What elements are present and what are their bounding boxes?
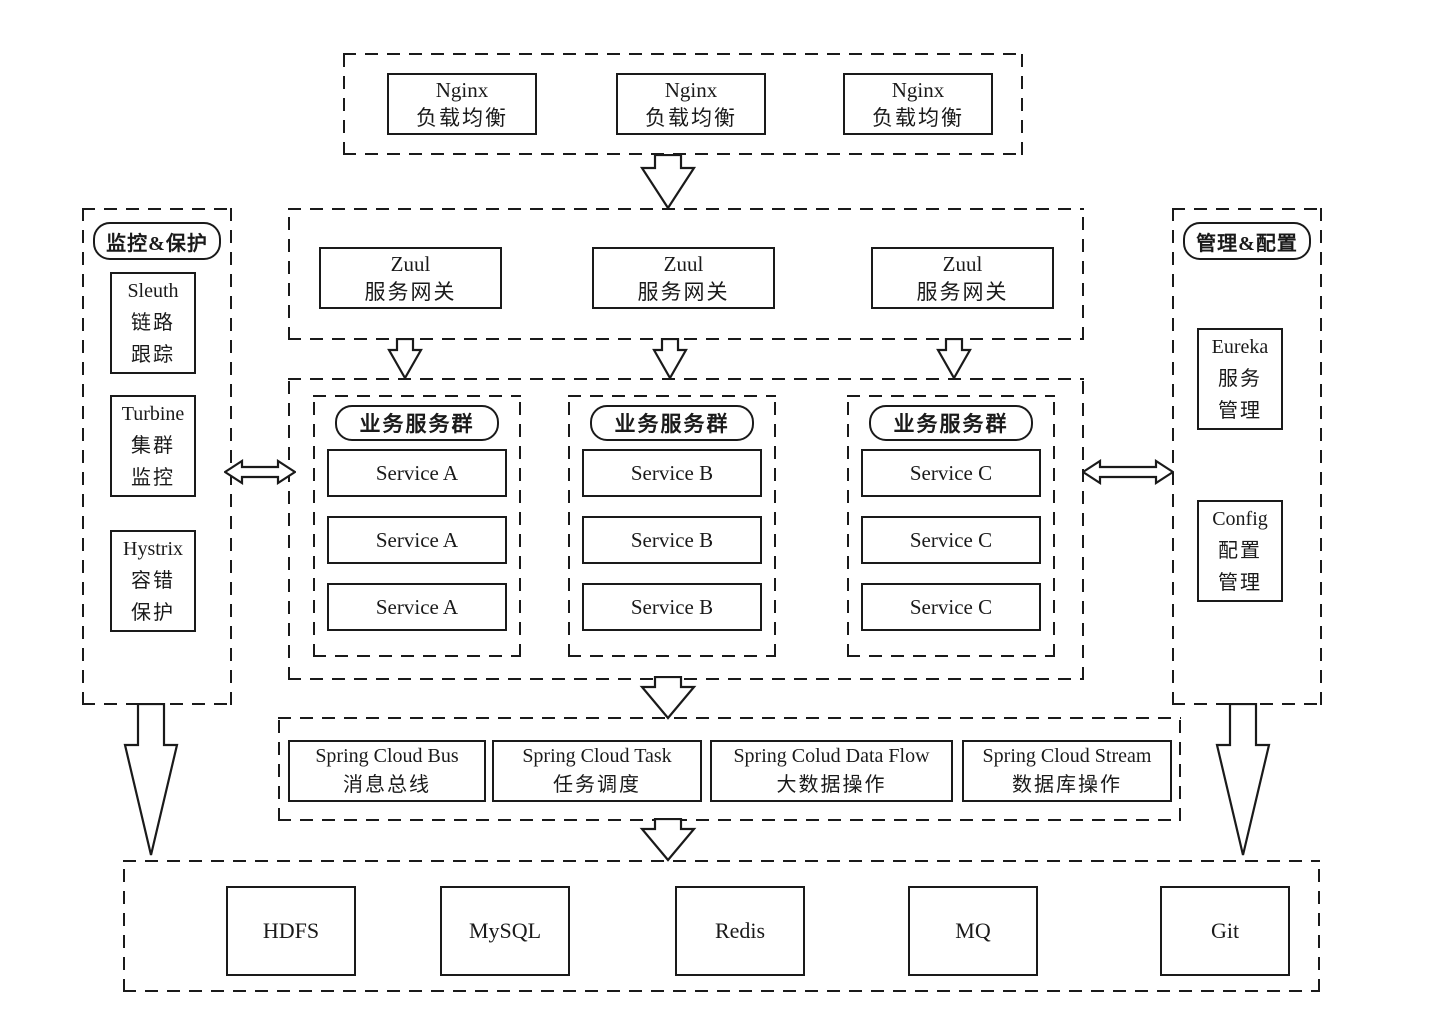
service-b-node-1: Service B bbox=[582, 449, 762, 497]
spring-cloud-stream-node: Spring Cloud Stream 数据库操作 bbox=[962, 740, 1172, 802]
nginx-node-1: Nginx 负载均衡 bbox=[387, 73, 537, 135]
git-label: Git bbox=[1210, 918, 1240, 944]
turbine-line3: 监控 bbox=[131, 467, 175, 489]
spring-cloud-task-node: Spring Cloud Task 任务调度 bbox=[492, 740, 702, 802]
down-arrow-icon bbox=[639, 818, 697, 862]
zuul-node-1: Zuul 服务网关 bbox=[319, 247, 502, 309]
redis-label: Redis bbox=[714, 918, 766, 944]
service-a-node-3: Service A bbox=[327, 583, 507, 631]
manage-panel-title: 管理&配置 bbox=[1183, 222, 1311, 260]
sleuth-title: Sleuth bbox=[127, 280, 179, 302]
nginx-node-2-subtitle: 负载均衡 bbox=[645, 106, 737, 130]
spring-cloud-data-flow-subtitle: 大数据操作 bbox=[776, 774, 887, 796]
service-a-node-2: Service A bbox=[327, 516, 507, 564]
nginx-node-1-subtitle: 负载均衡 bbox=[416, 106, 508, 130]
sleuth-node: Sleuth 链路 跟踪 bbox=[110, 272, 196, 374]
hystrix-node: Hystrix 容错 保护 bbox=[110, 530, 196, 632]
spring-cloud-stream-subtitle: 数据库操作 bbox=[1012, 774, 1122, 796]
git-node: Git bbox=[1160, 886, 1290, 976]
zuul-node-3-title: Zuul bbox=[942, 251, 983, 276]
turbine-line2: 集群 bbox=[131, 435, 175, 457]
spring-cloud-stream-title: Spring Cloud Stream bbox=[982, 745, 1152, 767]
zuul-node-1-subtitle: 服务网关 bbox=[364, 280, 457, 304]
spring-cloud-bus-node: Spring Cloud Bus 消息总线 bbox=[288, 740, 486, 802]
mq-node: MQ bbox=[908, 886, 1038, 976]
spring-cloud-task-title: Spring Cloud Task bbox=[522, 745, 672, 767]
sleuth-line2: 链路 bbox=[131, 312, 175, 334]
zuul-node-3: Zuul 服务网关 bbox=[871, 247, 1054, 309]
config-line2: 配置 bbox=[1218, 540, 1262, 562]
down-arrow-icon bbox=[639, 154, 697, 210]
nginx-node-3-title: Nginx bbox=[891, 77, 945, 102]
service-a-label-3: Service A bbox=[375, 594, 459, 619]
zuul-node-2: Zuul 服务网关 bbox=[592, 247, 775, 309]
monitor-panel-title: 监控&保护 bbox=[93, 222, 221, 260]
spring-cloud-data-flow-title: Spring Colud Data Flow bbox=[733, 745, 930, 767]
turbine-node: Turbine 集群 监控 bbox=[110, 395, 196, 497]
spring-cloud-data-flow-node: Spring Colud Data Flow 大数据操作 bbox=[710, 740, 953, 802]
double-arrow-icon bbox=[224, 459, 296, 485]
down-arrow-icon bbox=[639, 676, 697, 720]
service-c-label-1: Service C bbox=[909, 460, 993, 485]
down-arrow-icon bbox=[123, 703, 179, 856]
service-b-node-2: Service B bbox=[582, 516, 762, 564]
hystrix-line3: 保护 bbox=[131, 602, 175, 624]
redis-node: Redis bbox=[675, 886, 805, 976]
mysql-node: MySQL bbox=[440, 886, 570, 976]
service-c-node-2: Service C bbox=[861, 516, 1041, 564]
service-b-label-3: Service B bbox=[630, 594, 714, 619]
nginx-node-3: Nginx 负载均衡 bbox=[843, 73, 993, 135]
service-c-node-3: Service C bbox=[861, 583, 1041, 631]
hystrix-line2: 容错 bbox=[131, 570, 175, 592]
hdfs-node: HDFS bbox=[226, 886, 356, 976]
eureka-title: Eureka bbox=[1211, 336, 1269, 358]
nginx-node-3-subtitle: 负载均衡 bbox=[872, 106, 964, 130]
zuul-node-3-subtitle: 服务网关 bbox=[916, 280, 1009, 304]
mq-label: MQ bbox=[955, 918, 991, 944]
service-group-3-label: 业务服务群 bbox=[869, 405, 1033, 441]
service-b-label-2: Service B bbox=[630, 527, 714, 552]
service-a-label-1: Service A bbox=[375, 460, 459, 485]
config-title: Config bbox=[1212, 508, 1268, 530]
zuul-node-2-title: Zuul bbox=[663, 251, 704, 276]
spring-cloud-bus-title: Spring Cloud Bus bbox=[315, 745, 459, 767]
service-b-label-1: Service B bbox=[630, 460, 714, 485]
nginx-node-1-title: Nginx bbox=[435, 77, 489, 102]
service-b-node-3: Service B bbox=[582, 583, 762, 631]
zuul-node-2-subtitle: 服务网关 bbox=[637, 280, 730, 304]
nginx-node-2: Nginx 负载均衡 bbox=[616, 73, 766, 135]
double-arrow-icon bbox=[1082, 459, 1174, 485]
down-arrow-icon bbox=[387, 338, 423, 380]
eureka-line2: 服务 bbox=[1218, 368, 1262, 390]
service-c-label-2: Service C bbox=[909, 527, 993, 552]
eureka-node: Eureka 服务 管理 bbox=[1197, 328, 1283, 430]
service-a-node-1: Service A bbox=[327, 449, 507, 497]
down-arrow-icon bbox=[652, 338, 688, 380]
hystrix-title: Hystrix bbox=[123, 538, 183, 560]
manage-panel bbox=[1172, 208, 1322, 705]
spring-cloud-bus-subtitle: 消息总线 bbox=[343, 774, 431, 796]
down-arrow-icon bbox=[936, 338, 972, 380]
spring-cloud-task-subtitle: 任务调度 bbox=[553, 774, 641, 796]
eureka-line3: 管理 bbox=[1218, 400, 1262, 422]
service-c-label-3: Service C bbox=[909, 594, 993, 619]
turbine-title: Turbine bbox=[121, 403, 185, 425]
service-group-1-label: 业务服务群 bbox=[335, 405, 499, 441]
mysql-label: MySQL bbox=[468, 918, 542, 944]
hdfs-label: HDFS bbox=[262, 918, 320, 944]
config-node: Config 配置 管理 bbox=[1197, 500, 1283, 602]
zuul-node-1-title: Zuul bbox=[390, 251, 431, 276]
service-group-2-label: 业务服务群 bbox=[590, 405, 754, 441]
sleuth-line3: 跟踪 bbox=[131, 344, 175, 366]
service-a-label-2: Service A bbox=[375, 527, 459, 552]
down-arrow-icon bbox=[1215, 703, 1271, 856]
nginx-node-2-title: Nginx bbox=[664, 77, 718, 102]
service-c-node-1: Service C bbox=[861, 449, 1041, 497]
config-line3: 管理 bbox=[1218, 572, 1262, 594]
